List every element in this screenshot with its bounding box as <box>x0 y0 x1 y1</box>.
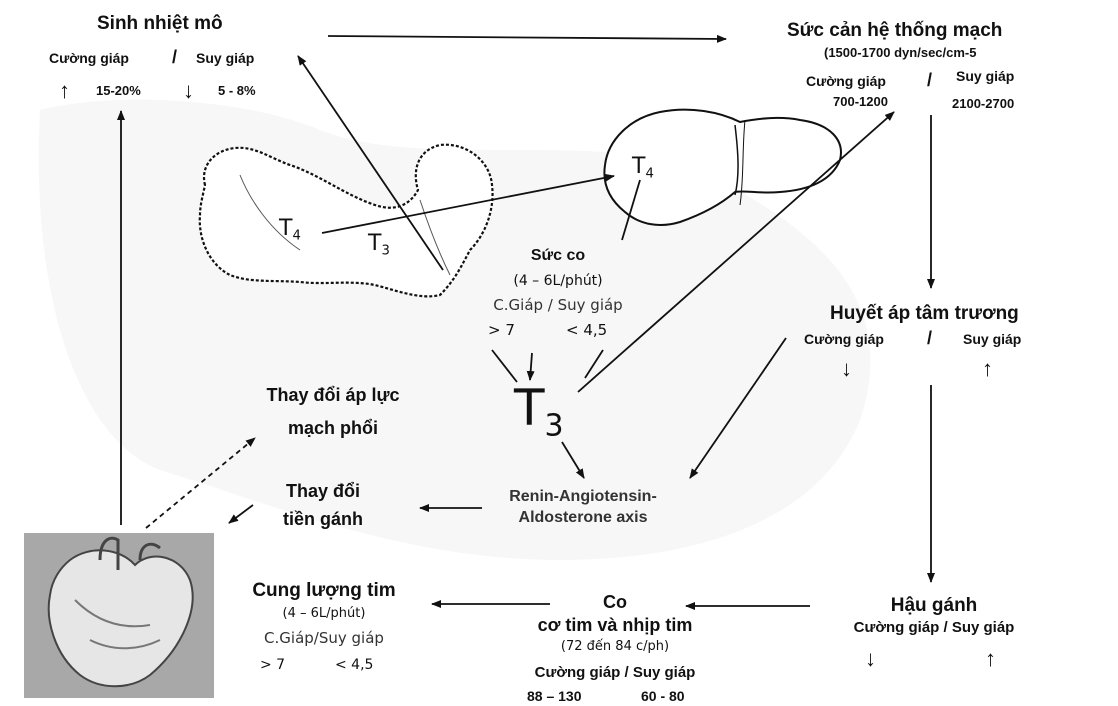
afterload-groups: Cường giáp / Suy giáp <box>854 619 1015 636</box>
vascular-resistance-hypo-value: 2100-2700 <box>952 97 1014 112</box>
vascular-resistance-title: Sức cản hệ thống mạch <box>787 20 1002 42</box>
arrow-preload-to-heart <box>229 505 253 523</box>
heart-rate-line1: Co <box>603 592 627 613</box>
heart-rate-groups: Cường giáp / Suy giáp <box>535 664 696 681</box>
heart-rate-hypo-value: 60 - 80 <box>641 688 685 704</box>
tissue-heat-hypo-label: Suy giáp <box>196 50 254 66</box>
contractility-hypo-value: < 4,5 <box>566 322 607 339</box>
diastolic-slash: / <box>927 328 932 349</box>
vascular-resistance-hyper-label: Cường giáp <box>806 73 886 89</box>
heart-rate-line2: cơ tim và nhịp tim <box>538 615 693 636</box>
raas-line1: Renin-Angiotensin- <box>509 488 657 506</box>
heart-rate-hyper-value: 88 – 130 <box>527 688 582 704</box>
t3-thyroid-label: T3 <box>368 231 390 259</box>
heart-rate-range: (72 đến 84 c/ph) <box>561 640 669 655</box>
diastolic-down-arrow-icon: ↓ <box>841 358 852 380</box>
vascular-resistance-range: (1500-1700 dyn/sec/cm-5 <box>824 46 976 61</box>
tissue-heat-hypo-value: 5 - 8% <box>218 84 256 99</box>
afterload-up-arrow-icon: ↑ <box>985 648 996 670</box>
contractility-title: Sức co <box>531 247 585 265</box>
cardiac-output-hypo-value: < 4,5 <box>335 657 373 673</box>
preload-line1: Thay đổi <box>286 481 360 502</box>
pulmonary-pressure-line2: mạch phổi <box>288 418 378 439</box>
contractility-groups: C.Giáp / Suy giáp <box>493 297 622 314</box>
tissue-heat-title: Sinh nhiệt mô <box>97 13 223 35</box>
afterload-title: Hậu gánh <box>891 595 978 617</box>
vascular-resistance-slash: / <box>927 70 932 91</box>
tissue-heat-up-arrow-icon: ↑ <box>59 80 70 102</box>
t3-central-label: T3 <box>514 380 564 444</box>
tissue-heat-down-arrow-icon: ↓ <box>183 80 194 102</box>
pulmonary-pressure-line1: Thay đổi áp lực <box>266 385 399 406</box>
contractility-range: (4 – 6L/phút) <box>513 273 602 289</box>
preload-line2: tiền gánh <box>283 509 363 530</box>
tissue-heat-hyper-value: 15-20% <box>96 84 141 99</box>
t4-thyroid-label: T4 <box>279 216 301 244</box>
arrow-heat-to-resistance <box>328 36 726 39</box>
cardiac-output-groups: C.Giáp/Suy giáp <box>264 630 384 647</box>
t4-liver-label: T4 <box>632 154 654 182</box>
cardiac-output-title: Cung lượng tim <box>252 580 395 602</box>
contractility-hyper-value: > 7 <box>488 322 515 339</box>
diastolic-hypo-label: Suy giáp <box>963 331 1021 347</box>
heart-illustration <box>24 533 214 698</box>
diastolic-up-arrow-icon: ↑ <box>982 358 993 380</box>
afterload-down-arrow-icon: ↓ <box>865 648 876 670</box>
diastolic-hyper-label: Cường giáp <box>804 331 884 347</box>
tissue-heat-hyper-label: Cường giáp <box>49 50 129 66</box>
cardiac-output-range: (4 – 6L/phút) <box>283 607 366 622</box>
tissue-heat-slash: / <box>172 47 177 68</box>
diastolic-title: Huyết áp tâm trương <box>830 303 1019 325</box>
cardiac-output-hyper-value: > 7 <box>260 657 285 673</box>
vascular-resistance-hypo-label: Suy giáp <box>956 68 1014 84</box>
vascular-resistance-hyper-value: 700-1200 <box>833 95 888 110</box>
raas-line2: Aldosterone axis <box>519 509 648 527</box>
